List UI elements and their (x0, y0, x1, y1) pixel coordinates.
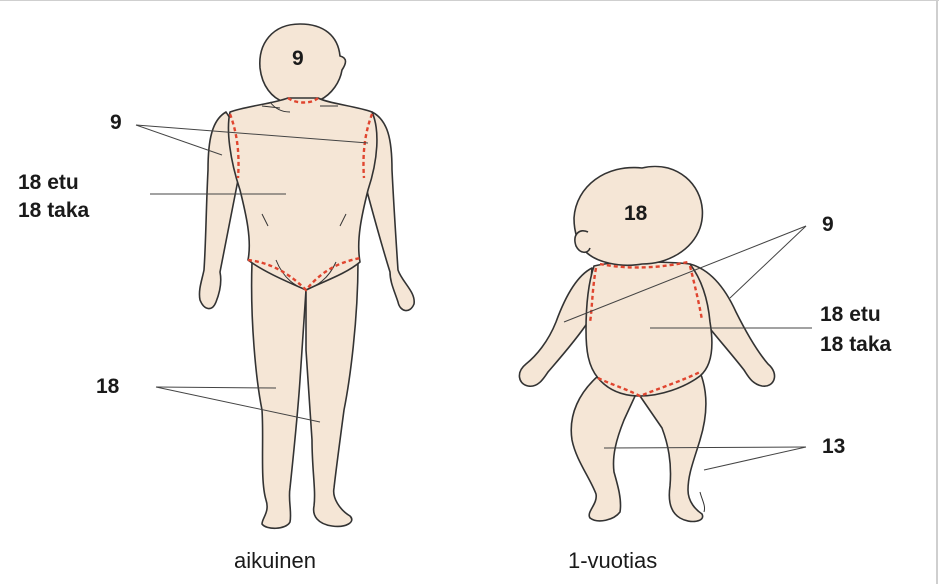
child-trunk-front-label: 18 etu (820, 304, 881, 325)
adult-arms-label: 9 (110, 112, 122, 133)
child-left-leg (571, 376, 636, 521)
adult-legs-label: 18 (96, 376, 119, 397)
adult-right-leg (306, 262, 358, 526)
adult-figure (199, 24, 414, 528)
child-caption: 1-vuotias (568, 550, 657, 572)
adult-trunk-front-label: 18 etu (18, 172, 79, 193)
child-left-arm (519, 268, 592, 386)
adult-caption: aikuinen (234, 550, 316, 572)
child-ear (575, 231, 590, 253)
child-head-label: 18 (624, 203, 647, 224)
child-arms-label: 9 (822, 214, 834, 235)
child-trunk-back-label: 18 taka (820, 334, 937, 355)
adult-trunk-back-label: 18 taka (18, 200, 89, 221)
adult-left-leg (252, 262, 306, 528)
child-legs-label: 13 (822, 436, 845, 457)
adult-head-label: 9 (292, 48, 304, 69)
